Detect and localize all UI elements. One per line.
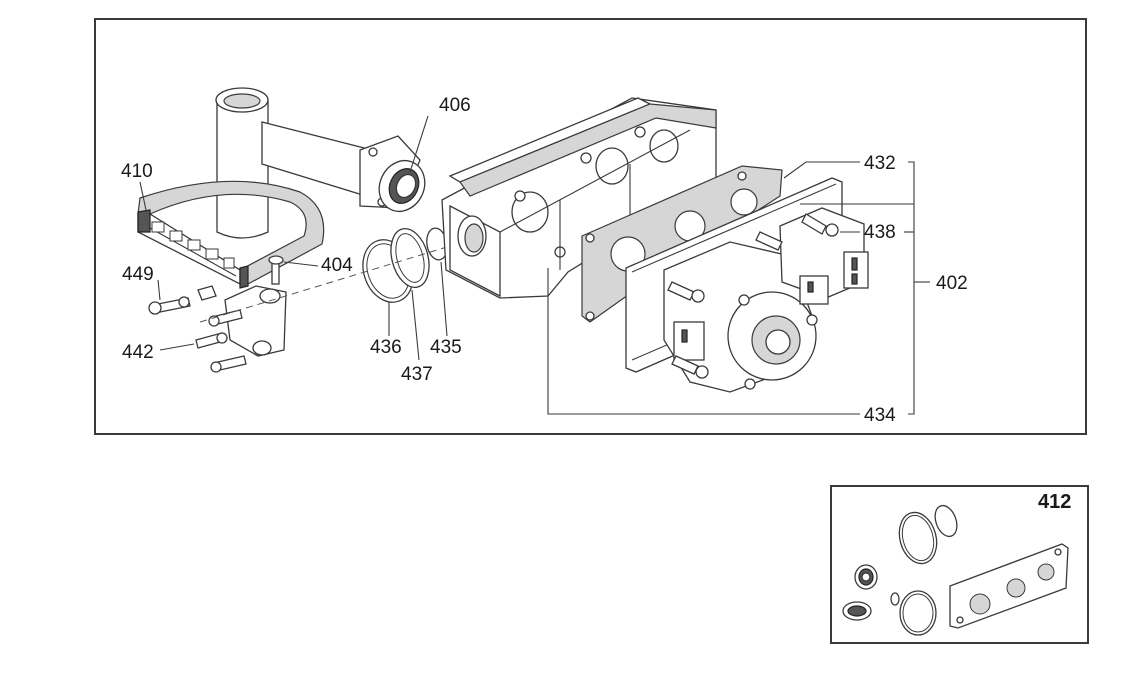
- kit-inset-frame: [830, 485, 1089, 644]
- screws-442: [195, 309, 247, 373]
- label-410: 410: [121, 161, 153, 182]
- kit-label-412: 412: [1038, 491, 1071, 513]
- label-402: 402: [936, 273, 968, 294]
- label-434: 434: [864, 405, 896, 426]
- leader-lines: [139, 115, 930, 415]
- label-435: 435: [430, 337, 462, 358]
- screw-449: [148, 296, 191, 315]
- label-432: 432: [864, 153, 896, 174]
- kit-412-parts: [842, 504, 1069, 636]
- label-406: 406: [439, 95, 471, 116]
- main-diagram-frame: [94, 18, 1087, 435]
- label-438: 438: [864, 222, 896, 243]
- label-404: 404: [321, 255, 353, 276]
- flange-seal-406: [378, 160, 426, 212]
- valve-operator-402: [663, 207, 869, 393]
- label-437: 437: [401, 364, 433, 385]
- clamp-assembly: [197, 285, 287, 357]
- label-449: 449: [122, 264, 154, 285]
- screw-404: [268, 255, 284, 285]
- label-436: 436: [370, 337, 402, 358]
- screw-438: [801, 213, 839, 237]
- label-442: 442: [122, 342, 154, 363]
- gas-valve-body: [441, 97, 717, 299]
